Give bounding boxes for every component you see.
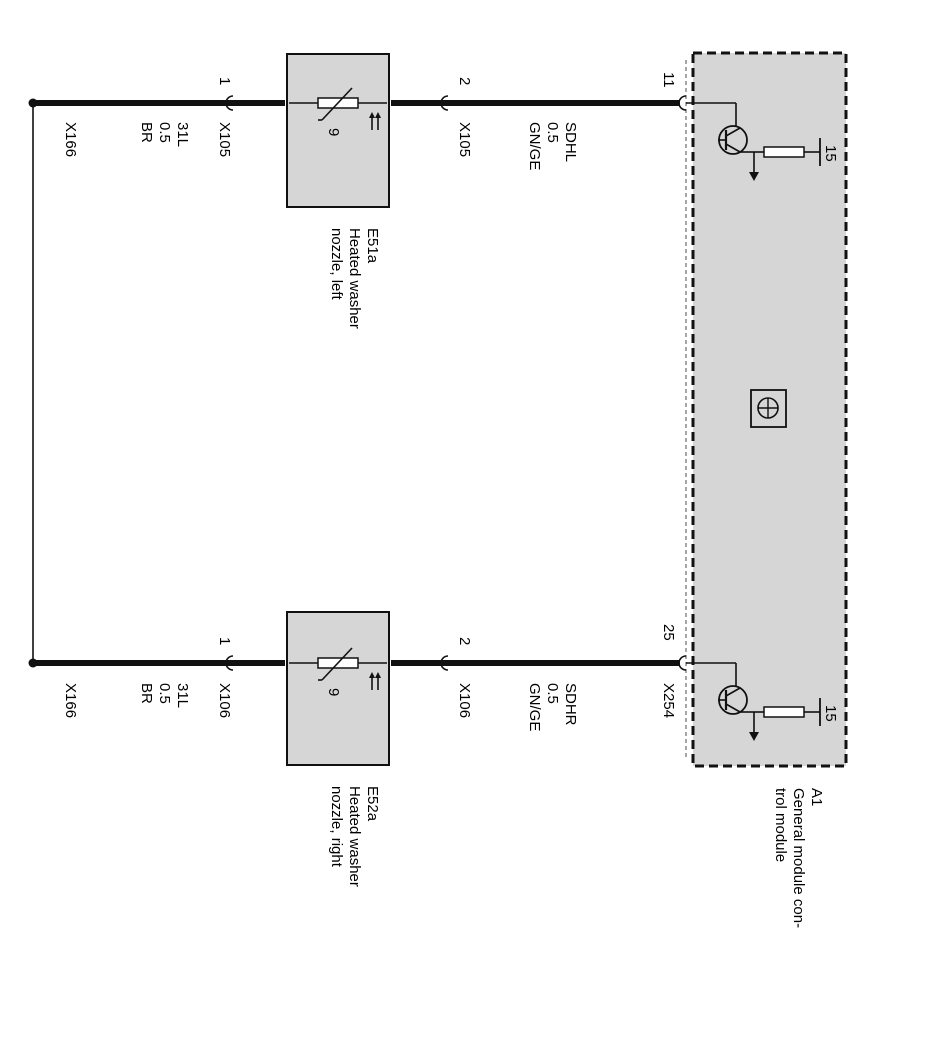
left-connector-a: X105 [456,122,473,157]
right-component-line1: Heated washer [346,786,363,887]
pin-mark-right-25 [678,655,687,671]
right-signal-name: SDHR [562,683,579,726]
left-pin-b: 1 [216,77,233,85]
left-signal-size: 0.5 [544,122,561,143]
heater-element-left-icon: 9 [289,87,387,136]
ground-splice-right [28,658,38,668]
right-pin-b: 1 [216,637,233,645]
right-ground-color: BR [138,683,155,704]
left-signal-name: SDHL [562,122,579,162]
component-e51a-box [286,53,390,208]
module-supply-right: 15 [822,705,839,722]
svg-text:9: 9 [325,688,342,696]
left-component-id: E51a [364,228,381,264]
right-pin-a: 2 [456,637,473,645]
left-signal-color: GN/GE [526,122,543,170]
module-name-line1: General module con- [790,788,807,928]
pin-mark-left-11 [678,95,687,111]
controller-symbol-icon [750,389,787,428]
right-component-line2: nozzle, right [328,786,345,868]
right-ground-connector: X166 [62,683,79,718]
module-pin-right: 25 [660,624,677,641]
right-signal-size: 0.5 [544,683,561,704]
module-name-line2: trol module [772,788,789,862]
left-ground-size: 0.5 [156,122,173,143]
module-supply-left: 15 [822,145,839,162]
pin-mark-left-2 [440,95,449,111]
pin-mark-left-1 [225,95,234,111]
pin-mark-right-1 [225,655,234,671]
ground-splice-left [28,98,38,108]
left-connector-b: X105 [216,122,233,157]
svg-text:9: 9 [325,128,342,136]
left-ground-connector: X166 [62,122,79,157]
right-ground-size: 0.5 [156,683,173,704]
right-connector-a: X106 [456,683,473,718]
right-signal-color: GN/GE [526,683,543,731]
transistor-driver-right-icon [686,662,821,741]
right-connector-b: X106 [216,683,233,718]
module-pin-left: 11 [660,72,677,88]
module-id: A1 [808,788,825,806]
left-component-line1: Heated washer [346,228,363,329]
left-ground-signal: 31L [174,122,191,147]
pin-mark-right-2 [440,655,449,671]
left-pin-a: 2 [456,77,473,85]
left-ground-color: BR [138,122,155,143]
heater-element-right-icon: 9 [289,647,387,696]
right-component-id: E52a [364,786,381,822]
transistor-driver-left-icon [686,102,821,181]
right-ground-signal: 31L [174,683,191,708]
left-component-line2: nozzle, left [328,228,345,301]
component-e52a-box [286,611,390,766]
module-connector: X254 [660,683,677,718]
